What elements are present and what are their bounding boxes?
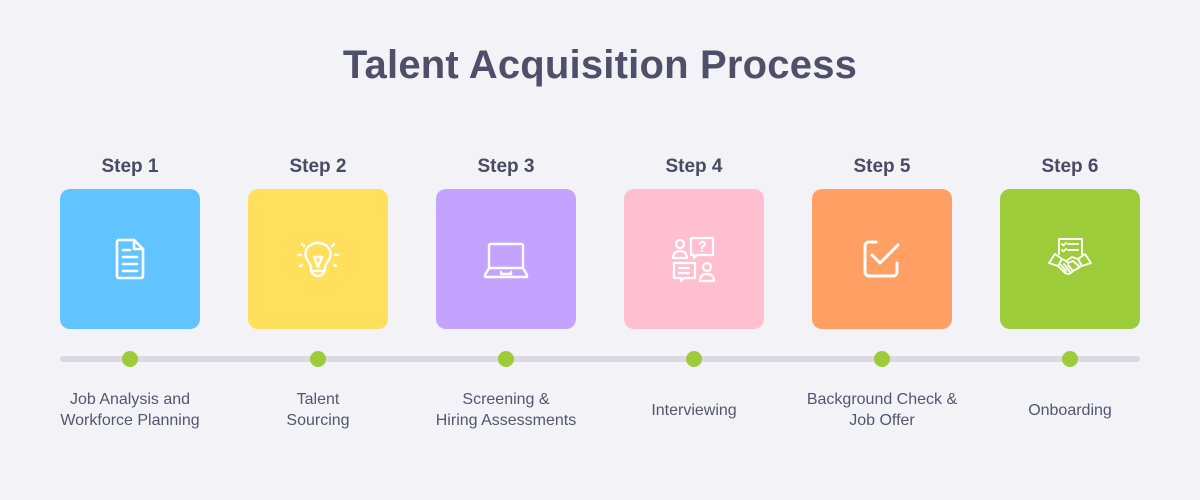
step-6-description: Onboarding [976,386,1164,434]
timeline-dot-4 [686,351,702,367]
step-5-card [812,189,952,329]
checkbox-icon [863,240,900,278]
step-1-description-line-2: Workforce Planning [60,412,200,429]
step-4-label: Step 4 [665,156,723,177]
step-3-label: Step 3 [477,156,535,177]
page-title: Talent Acquisition Process [342,43,858,87]
step-5-description: Background Check & Job Offer [788,386,976,434]
laptop-icon [483,242,529,279]
handshake-contract-icon [1048,238,1092,275]
timeline-dot-2 [310,351,326,367]
timeline-dot-1 [122,351,138,367]
step-6-card [1000,189,1140,329]
step-1-description-line-1: Job Analysis and [69,391,191,408]
step-3-description-line-2: Hiring Assessments [435,412,577,429]
step-2-label: Step 2 [289,156,347,177]
step-4-description-line-1: Interviewing [651,401,737,419]
timeline-dot-3 [498,351,514,367]
interview-chat-icon [671,236,716,283]
timeline-dot-5 [874,351,890,367]
timeline-track [60,356,1140,362]
step-1-card [60,189,200,329]
step-3-card [436,189,576,329]
step-1-label: Step 1 [101,156,159,177]
document-icon [115,238,145,280]
step-5-label: Step 5 [853,156,911,177]
timeline-dot-6 [1062,351,1078,367]
step-2-description-line-1: Talent [296,391,340,408]
step-6-label: Step 6 [1041,156,1099,177]
lightbulb-icon [296,241,340,278]
step-5-description-line-2: Job Offer [849,412,915,429]
step-6-description-line-1: Onboarding [1028,401,1112,419]
step-2-card [248,189,388,329]
step-4-card [624,189,764,329]
step-2-description-line-2: Sourcing [286,412,350,429]
step-3-description-line-1: Screening & [462,391,550,408]
step-3-description: Screening & Hiring Assessments [412,386,600,434]
step-4-description: Interviewing [600,386,788,434]
step-5-description-line-1: Background Check & [806,391,958,408]
